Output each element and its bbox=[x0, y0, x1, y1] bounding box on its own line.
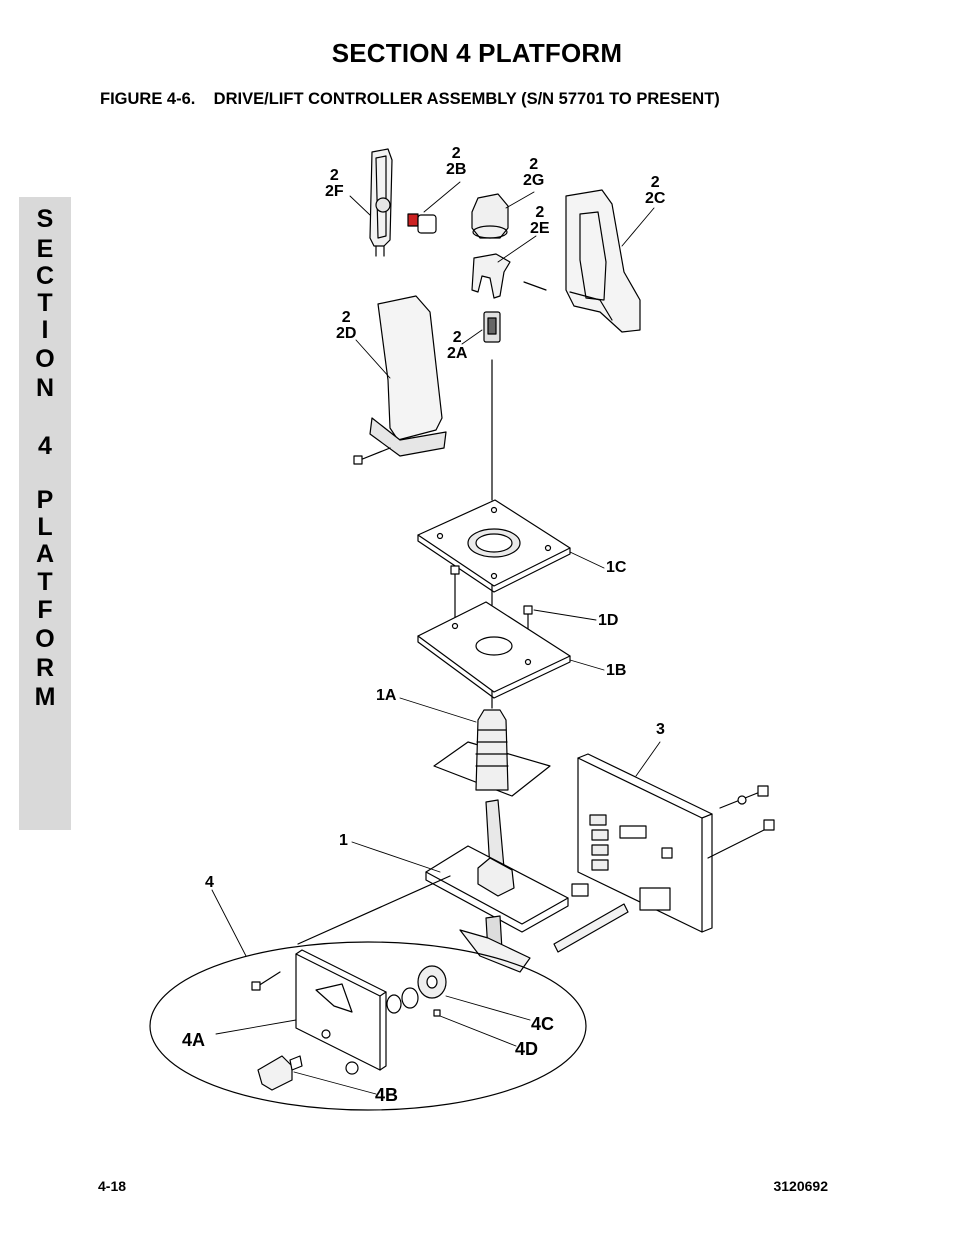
page-number: 4-18 bbox=[98, 1178, 127, 1194]
callout-4b: 4B bbox=[375, 1085, 399, 1105]
mounting-plate-1c bbox=[417, 499, 571, 593]
circuit-board-3 bbox=[577, 753, 713, 933]
side-tab-letter: 4 bbox=[38, 432, 52, 460]
callout-4d: 4D bbox=[515, 1039, 539, 1059]
section-side-tab: S E C T I O N 4 P L A T F O R M bbox=[19, 197, 71, 830]
side-tab-letter: P bbox=[36, 486, 54, 514]
side-tab-letter: T bbox=[37, 568, 53, 596]
side-tab-letter: R bbox=[35, 654, 55, 682]
gear-4c bbox=[386, 965, 447, 1014]
knob-2g bbox=[471, 193, 509, 239]
side-tab-letter: O bbox=[35, 345, 55, 373]
side-tab-letter: M bbox=[34, 683, 56, 711]
screw-1d bbox=[450, 565, 533, 661]
side-tab-letter: F bbox=[37, 596, 53, 624]
board-fasteners bbox=[553, 785, 775, 953]
side-tab-letter: O bbox=[35, 625, 55, 653]
callout-1a: 1A bbox=[376, 687, 397, 704]
callout-4a: 4A bbox=[182, 1030, 206, 1050]
callout-1: 1 bbox=[339, 832, 348, 849]
side-tab-letter: C bbox=[35, 262, 55, 290]
figure-title: FIGURE 4-6. DRIVE/LIFT CONTROLLER ASSEMB… bbox=[100, 90, 720, 108]
callout-1d: 1D bbox=[598, 612, 619, 629]
detail-leader-line bbox=[297, 875, 451, 945]
callout-2a: 2 2A bbox=[447, 329, 468, 362]
callout-2d: 2 2D bbox=[336, 309, 357, 342]
trigger-2e bbox=[471, 253, 547, 299]
callout-2c: 2 2C bbox=[645, 174, 666, 207]
side-tab-letter: E bbox=[36, 235, 54, 263]
side-tab-letter: A bbox=[35, 540, 55, 568]
rubber-boot-1a bbox=[433, 709, 551, 797]
grip-2d bbox=[353, 295, 447, 465]
callout-2e: 2 2E bbox=[530, 204, 550, 237]
callout-2b: 2 2B bbox=[446, 145, 467, 178]
document-number: 3120692 bbox=[773, 1178, 828, 1194]
mounting-plate-1b bbox=[417, 601, 571, 699]
push-button-2b bbox=[407, 213, 437, 234]
callout-4c: 4C bbox=[531, 1014, 555, 1034]
callout-leader-lines bbox=[211, 181, 661, 1095]
bracket-plate-4a bbox=[251, 949, 387, 1071]
callout-1b: 1B bbox=[606, 662, 627, 679]
side-tab-letter: L bbox=[37, 513, 53, 541]
side-tab-letter: N bbox=[35, 374, 55, 402]
knob-4b bbox=[257, 1055, 359, 1091]
detail-ellipse bbox=[149, 941, 587, 1111]
controller-base-1 bbox=[425, 845, 569, 953]
callout-4: 4 bbox=[205, 874, 214, 891]
side-tab-letter: S bbox=[36, 205, 54, 233]
callout-2g: 2 2G bbox=[523, 156, 545, 189]
handle-half-2f bbox=[369, 148, 393, 257]
switch-2a bbox=[483, 311, 501, 343]
callout-1c: 1C bbox=[606, 559, 627, 576]
gear-segment bbox=[459, 929, 531, 973]
set-screw-4d bbox=[433, 1009, 441, 1017]
section-title: SECTION 4 PLATFORM bbox=[331, 38, 623, 68]
callout-3: 3 bbox=[656, 721, 665, 738]
side-tab-letter: T bbox=[37, 289, 53, 317]
handle-half-2c bbox=[565, 189, 641, 333]
side-tab-letter: I bbox=[41, 316, 49, 344]
callout-2f: 2 2F bbox=[325, 167, 344, 200]
